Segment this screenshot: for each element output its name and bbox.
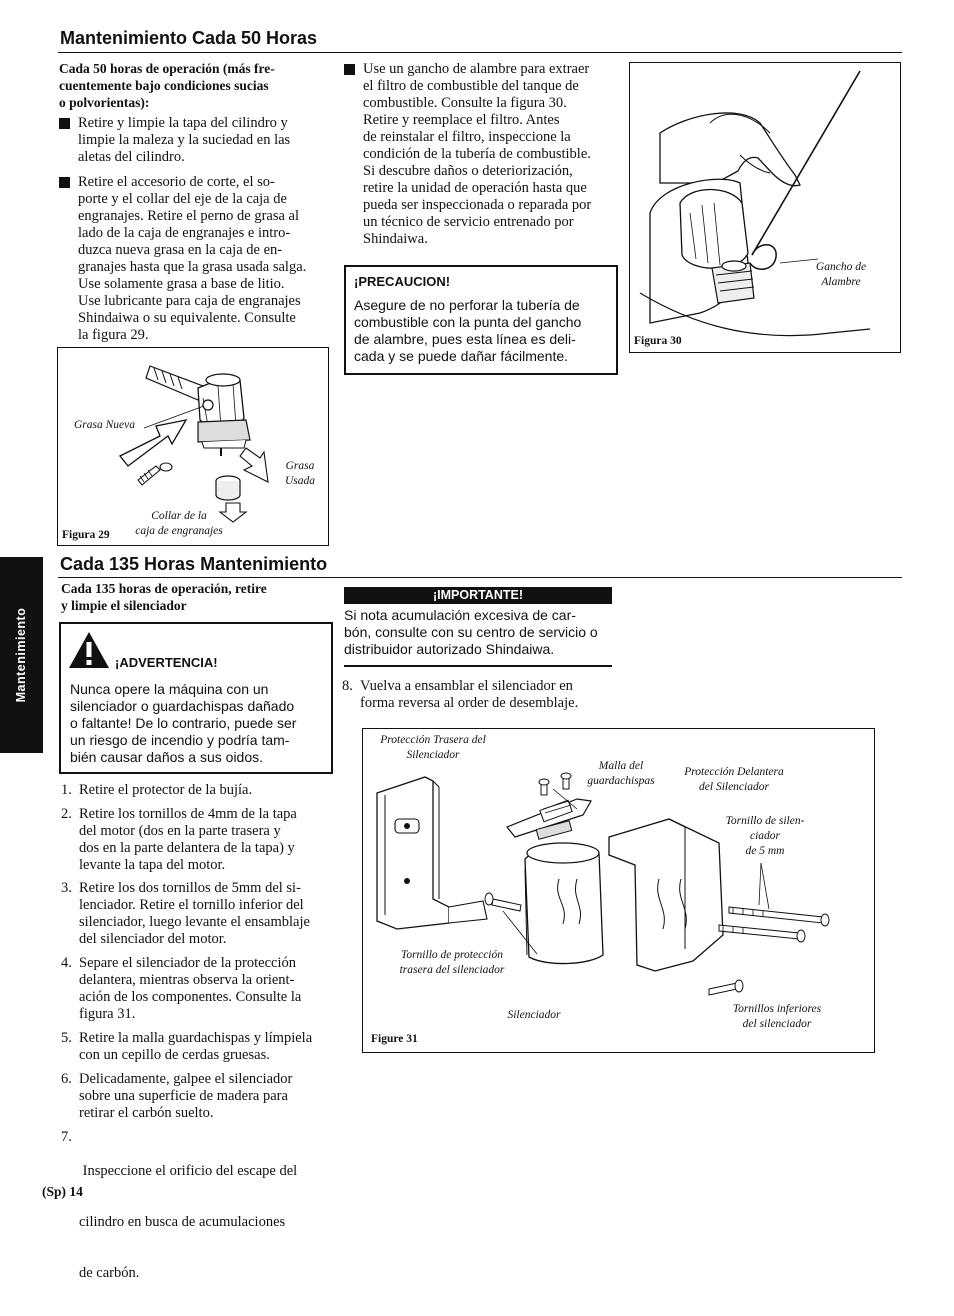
warning-text: Nunca opere la máquina con un silenciado… xyxy=(70,681,297,765)
fuel-tank-illustration xyxy=(639,70,871,337)
fig29-grasa-nueva: Grasa Nueva xyxy=(74,419,136,431)
important-rule xyxy=(344,665,612,667)
section1-rule xyxy=(58,52,902,53)
fig29-label: Figura 29 xyxy=(62,529,110,541)
bullet-2-text: Retire el accesorio de corte, el so- por… xyxy=(78,174,307,343)
important-text: Si nota acumulación excesiva de car- bón… xyxy=(344,607,598,657)
section2-rule xyxy=(58,577,902,578)
bullet-marker xyxy=(59,177,70,188)
caution-title: ¡PRECAUCION! xyxy=(354,274,451,289)
important-header: ¡IMPORTANTE! xyxy=(344,587,612,604)
fig31-muffler: Silenciador xyxy=(507,1009,561,1021)
fig30-gancho: Gancho de Alambre xyxy=(815,261,867,288)
gearbox-illustration xyxy=(118,365,269,523)
bullet-marker xyxy=(344,64,355,75)
fig31-rear-screw: Tornillo de protección trasera del silen… xyxy=(399,949,505,976)
section1-title: Mantenimiento Cada 50 Horas xyxy=(60,28,318,48)
fig29-grasa-usada: Grasa Usada xyxy=(284,460,316,487)
fig30-label: Figura 30 xyxy=(634,335,682,347)
fig31-screw5: Tornillo de silen- ciador de 5 mm xyxy=(725,815,805,857)
figure-31: Protección Trasera del Silenciador Malla… xyxy=(362,728,875,1053)
warning-triangle-icon xyxy=(69,632,109,668)
fig31-screen: Malla del guardachispas xyxy=(587,760,655,787)
muffler-exploded-illustration xyxy=(376,772,830,996)
caution-text: Asegure de no perforar la tubería de com… xyxy=(354,297,582,364)
figure-30: Gancho de Alambre Figura 30 xyxy=(629,62,901,353)
bullet-1-text: Retire y limpie la tapa del cilindro y l… xyxy=(78,115,291,165)
page-number: (Sp) 14 xyxy=(42,1184,83,1199)
important-title: ¡IMPORTANTE! xyxy=(432,588,524,602)
fig31-lower-screws: Tornillos inferiores del silenciador xyxy=(732,1003,822,1030)
section2-title: Cada 135 Horas Mantenimiento xyxy=(60,554,328,574)
warning-title: ¡ADVERTENCIA! xyxy=(115,655,218,670)
caution-box: ¡PRECAUCION! Asegure de no perforar la t… xyxy=(344,265,618,375)
bullet-3-text: Use un gancho de alambre para extraer el… xyxy=(363,61,592,247)
fig31-front-guard: Protección Delantera del Silenciador xyxy=(684,766,784,793)
section1-intro: Cada 50 horas de operación (más fre- cue… xyxy=(59,61,275,110)
figure-29: Grasa Nueva Grasa Usada Collar de la caj… xyxy=(57,347,329,546)
fig31-rear-guard: Protección Trasera del Silenciador xyxy=(380,734,486,761)
side-tab: Mantenimiento xyxy=(0,557,43,753)
bullet-marker xyxy=(59,118,70,129)
side-tab-label: Mantenimiento xyxy=(14,607,28,703)
fig31-label: Figure 31 xyxy=(371,1033,418,1045)
fig29-collar: Collar de la caja de engranajes xyxy=(135,510,223,537)
section2-intro: Cada 135 horas de operación, retire y li… xyxy=(61,581,267,613)
warning-box: ¡ADVERTENCIA! Nunca opere la máquina con… xyxy=(59,622,333,774)
